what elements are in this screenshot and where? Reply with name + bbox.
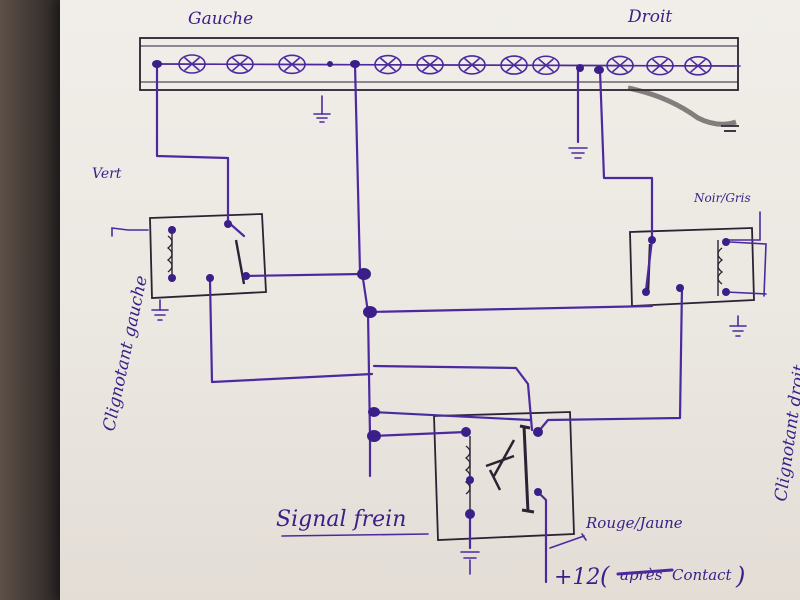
ground-symbol xyxy=(460,551,480,575)
lamp-icon xyxy=(684,56,712,76)
label-right: Droit xyxy=(627,7,672,27)
label-supply-prefix: +12 xyxy=(554,565,600,590)
lamp-icon xyxy=(646,55,674,76)
junction-dot xyxy=(722,238,730,246)
ground-symbol xyxy=(729,315,747,337)
paren-open: ( xyxy=(600,562,610,590)
junction-dot xyxy=(206,274,214,282)
lamp-group xyxy=(156,54,741,76)
junction-dot xyxy=(466,476,474,484)
label-supply-struck: après xyxy=(620,566,663,584)
underline xyxy=(281,533,429,537)
label-left: Gauche xyxy=(188,9,253,29)
junction-dot xyxy=(576,64,584,72)
wiring xyxy=(111,62,767,584)
junction-dot xyxy=(168,274,176,282)
lamp-icon xyxy=(226,54,254,74)
junction-dot xyxy=(461,427,471,437)
lamp-icon xyxy=(500,55,528,75)
label-red-yellow: Rouge/Jaune xyxy=(585,514,683,532)
lamp-icon xyxy=(458,55,486,75)
label-green: Vert xyxy=(92,166,122,182)
junction-dot xyxy=(242,272,250,280)
junction-dot xyxy=(676,284,684,292)
junction-dot xyxy=(350,60,360,68)
brake-relay xyxy=(433,411,575,541)
lamp-icon xyxy=(178,54,206,74)
paren-close: ) xyxy=(735,562,745,590)
lamp-icon xyxy=(606,55,634,76)
junction-dot xyxy=(722,288,730,296)
junction-dot xyxy=(648,236,656,244)
junction-dot xyxy=(152,60,162,68)
junction-dot xyxy=(465,509,475,519)
junction-dot xyxy=(363,306,377,318)
pencil-smudge xyxy=(627,85,737,127)
junction-dot xyxy=(367,430,381,442)
junction-dot xyxy=(168,226,176,234)
ground-symbols xyxy=(151,95,747,575)
junction-dot xyxy=(327,61,333,67)
junction-dot xyxy=(224,220,232,228)
label-right-blinker: Clignotant droit xyxy=(771,363,800,502)
paper-sheet xyxy=(60,0,800,600)
junction-dot xyxy=(368,407,380,417)
label-supply-contact: Contact xyxy=(672,566,733,584)
strike-through xyxy=(616,568,674,576)
junction-dot xyxy=(594,66,604,74)
ground-symbol xyxy=(313,95,331,123)
lamp-icon xyxy=(416,54,444,75)
lamp-icon xyxy=(532,55,560,76)
ground-symbol xyxy=(721,125,739,132)
junction-dot xyxy=(534,488,542,496)
lamp-icon xyxy=(278,54,306,75)
ground-symbol xyxy=(568,147,588,159)
junction-dot xyxy=(357,268,371,280)
supply-label: +12 ( après Contact ) xyxy=(554,562,745,590)
lamp-icon xyxy=(374,54,402,75)
junction-dot xyxy=(642,288,650,296)
ground-symbol xyxy=(151,299,169,321)
label-left-blinker: Clignotant gauche xyxy=(99,274,152,433)
strip-wire xyxy=(156,63,741,67)
label-black-grey: Noir/Gris xyxy=(693,191,751,205)
junction-nodes xyxy=(152,60,730,519)
junction-dot xyxy=(533,427,543,437)
left-relay xyxy=(149,213,267,299)
label-brake-signal: Signal frein xyxy=(276,507,406,532)
